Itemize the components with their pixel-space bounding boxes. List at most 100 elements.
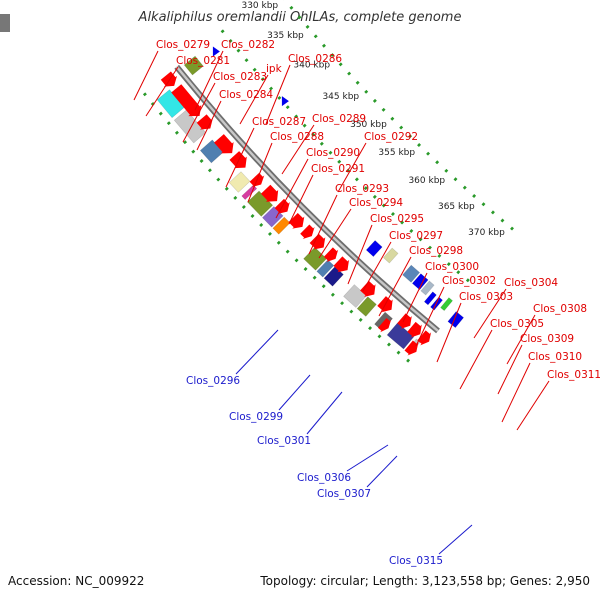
forward-gene-clos_0291[interactable]: Clos_0291 — [311, 163, 365, 175]
forward-gene-clos_0308[interactable]: Clos_0308 — [533, 303, 587, 315]
leader-line — [225, 127, 255, 188]
forward-gene-clos_0279[interactable]: Clos_0279 — [156, 39, 210, 51]
tick-label: 370 kbp — [468, 228, 505, 238]
forward-cds-arrow-1 — [171, 84, 202, 117]
forward-gene-clos_0310[interactable]: Clos_0310 — [528, 351, 582, 363]
forward-gene-clos_0302[interactable]: Clos_0302 — [442, 275, 496, 287]
svg-text:Clos_0290: Clos_0290 — [306, 147, 360, 159]
leader-line — [516, 380, 550, 431]
reverse-cds-0 — [365, 240, 383, 257]
forward-cds-arrow-11 — [323, 247, 339, 262]
forward-gene-clos_0300[interactable]: Clos_0300 — [425, 261, 479, 273]
leader-line — [362, 241, 392, 292]
forward-gene-clos_0311[interactable]: Clos_0311 — [547, 369, 600, 381]
leader-line — [366, 455, 398, 488]
svg-text:Clos_0283: Clos_0283 — [213, 71, 267, 83]
svg-text:Clos_0289: Clos_0289 — [312, 113, 366, 125]
svg-text:Clos_0286: Clos_0286 — [288, 53, 342, 65]
svg-text:Clos_0295: Clos_0295 — [370, 213, 424, 225]
tick-label: 335 kbp — [267, 31, 304, 41]
forward-gene-clos_0298[interactable]: Clos_0298 — [409, 245, 463, 257]
svg-text:Clos_0282: Clos_0282 — [221, 39, 275, 51]
leader-line — [497, 344, 523, 395]
forward-cds-arrow-15 — [397, 313, 412, 329]
leader-line — [347, 224, 373, 285]
leader-line — [402, 272, 428, 323]
svg-text:Clos_0306: Clos_0306 — [297, 472, 351, 484]
forward-cds-arrow-19 — [404, 340, 419, 356]
tick-label: 345 kbp — [322, 92, 359, 102]
svg-text:Clos_0294: Clos_0294 — [349, 197, 403, 209]
forward-gene-clos_0287[interactable]: Clos_0287 — [252, 116, 306, 128]
reverse-gene-clos_0306[interactable]: Clos_0306 — [297, 472, 351, 484]
forward-cds-arrow-16 — [407, 321, 422, 338]
leader-line — [247, 142, 273, 203]
feature-block-6 — [261, 206, 284, 228]
forward-gene-clos_0281[interactable]: Clos_0281 — [176, 55, 230, 67]
feature-block-16 — [183, 55, 204, 76]
reverse-gene-clos_0307[interactable]: Clos_0307 — [317, 488, 371, 500]
svg-text:Clos_0298: Clos_0298 — [409, 245, 463, 257]
tick-label: 365 kbp — [438, 202, 475, 212]
forward-gene-clos_0293[interactable]: Clos_0293 — [335, 183, 389, 195]
clipped-feature — [0, 14, 10, 32]
svg-text:Clos_0308: Clos_0308 — [533, 303, 587, 315]
leader-line — [459, 329, 493, 390]
svg-text:ipk: ipk — [266, 63, 283, 75]
leader-line — [278, 374, 311, 411]
forward-cds-arrow-9 — [300, 224, 315, 240]
forward-gene-clos_0292[interactable]: Clos_0292 — [364, 131, 418, 143]
svg-text:Clos_0297: Clos_0297 — [389, 230, 443, 242]
svg-text:Clos_0303: Clos_0303 — [459, 291, 513, 303]
feature-block-3 — [228, 171, 251, 193]
forward-cds-arrow-0 — [160, 71, 178, 87]
leader-line — [133, 50, 159, 101]
svg-text:Clos_0279: Clos_0279 — [156, 39, 210, 51]
leader-line — [194, 50, 224, 111]
forward-gene-clos_0288[interactable]: Clos_0288 — [270, 131, 324, 143]
genome-summary: Topology: circular; Length: 3,123,558 bp… — [260, 574, 590, 588]
reverse-gene-clos_0299[interactable]: Clos_0299 — [229, 411, 283, 423]
forward-gene-clos_0304[interactable]: Clos_0304 — [504, 277, 558, 289]
tick-label: 340 kbp — [293, 61, 330, 71]
forward-gene-clos_0290[interactable]: Clos_0290 — [306, 147, 360, 159]
svg-text:Clos_0307: Clos_0307 — [317, 488, 371, 500]
inner-tick-ring — [220, 29, 476, 288]
reverse-marker-0 — [212, 46, 220, 57]
svg-text:Clos_0291: Clos_0291 — [311, 163, 365, 175]
forward-gene-ipk[interactable]: ipk — [266, 63, 283, 75]
svg-text:Clos_0300: Clos_0300 — [425, 261, 479, 273]
reverse-gene-clos_0315[interactable]: Clos_0315 — [389, 555, 443, 567]
forward-gene-clos_0283[interactable]: Clos_0283 — [213, 71, 267, 83]
forward-cds-arrow-4 — [229, 151, 247, 169]
forward-gene-clos_0305[interactable]: Clos_0305 — [490, 318, 544, 330]
forward-gene-clos_0284[interactable]: Clos_0284 — [219, 89, 273, 101]
tick-label: 330 kbp — [241, 1, 278, 11]
forward-gene-clos_0286[interactable]: Clos_0286 — [288, 53, 342, 65]
leader-line — [337, 142, 367, 193]
forward-cds-arrow-8 — [288, 212, 305, 229]
svg-text:Clos_0287: Clos_0287 — [252, 116, 306, 128]
forward-gene-clos_0289[interactable]: Clos_0289 — [312, 113, 366, 125]
forward-gene-clos_0295[interactable]: Clos_0295 — [370, 213, 424, 225]
tick-label: 355 kbp — [378, 148, 415, 158]
leader-line — [438, 524, 473, 555]
reverse-cds-1 — [382, 247, 399, 264]
forward-gene-clos_0294[interactable]: Clos_0294 — [349, 197, 403, 209]
leader-line — [196, 100, 222, 151]
forward-cds-arrow-13 — [360, 280, 376, 297]
reverse-gene-clos_0296[interactable]: Clos_0296 — [186, 375, 240, 387]
forward-gene-clos_0282[interactable]: Clos_0282 — [221, 39, 275, 51]
reverse-gene-clos_0301[interactable]: Clos_0301 — [257, 435, 311, 447]
forward-gene-clos_0309[interactable]: Clos_0309 — [520, 333, 574, 345]
leader-line — [265, 64, 291, 125]
forward-gene-clos_0297[interactable]: Clos_0297 — [389, 230, 443, 242]
forward-gene-clos_0303[interactable]: Clos_0303 — [459, 291, 513, 303]
svg-text:Clos_0304: Clos_0304 — [504, 277, 558, 289]
svg-text:Clos_0292: Clos_0292 — [364, 131, 418, 143]
leader-line — [318, 208, 352, 259]
svg-text:Clos_0284: Clos_0284 — [219, 89, 273, 101]
